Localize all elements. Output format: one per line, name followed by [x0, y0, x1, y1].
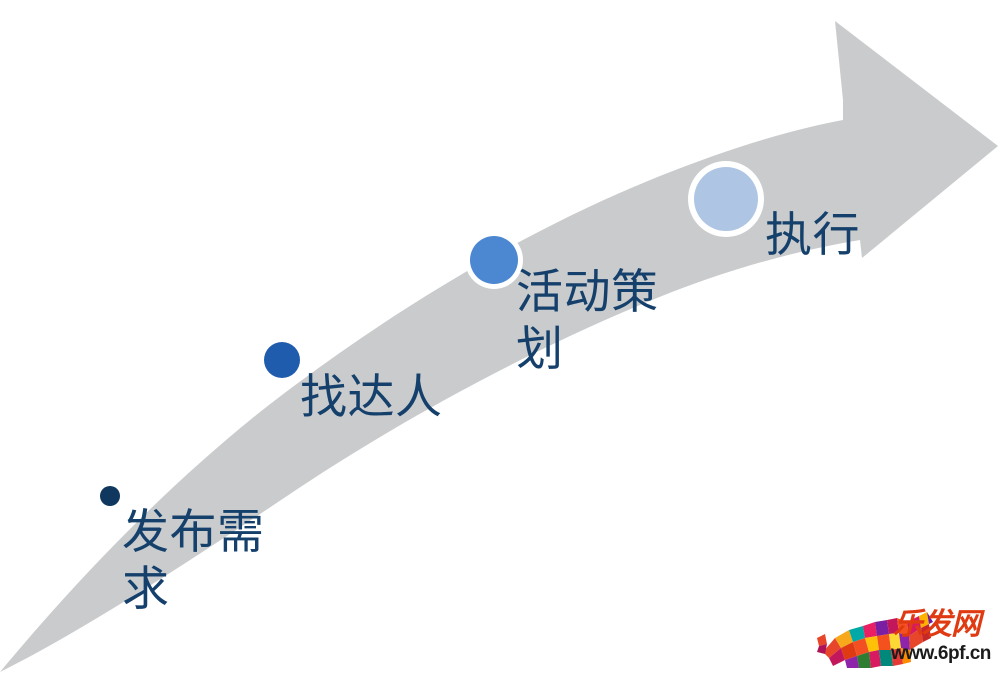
milestone-marker-2[interactable] — [260, 338, 304, 382]
milestone-label-3: 活动策 划 — [516, 265, 659, 376]
milestone-label-1: 发布需 求 — [122, 505, 265, 616]
milestone-marker-1[interactable] — [97, 483, 123, 509]
milestone-label-4: 执行 — [765, 208, 860, 261]
watermark-url: www.6pf.cn — [891, 643, 991, 664]
milestone-label-2: 找达人 — [300, 370, 443, 423]
polygonal-bull-icon — [817, 612, 933, 668]
watermark-brand: 乐发网 — [893, 608, 981, 641]
milestone-marker-3[interactable] — [465, 231, 523, 289]
watermark: 乐发网 www.6pf.cn — [815, 608, 995, 674]
milestone-marker-4[interactable] — [688, 161, 764, 237]
